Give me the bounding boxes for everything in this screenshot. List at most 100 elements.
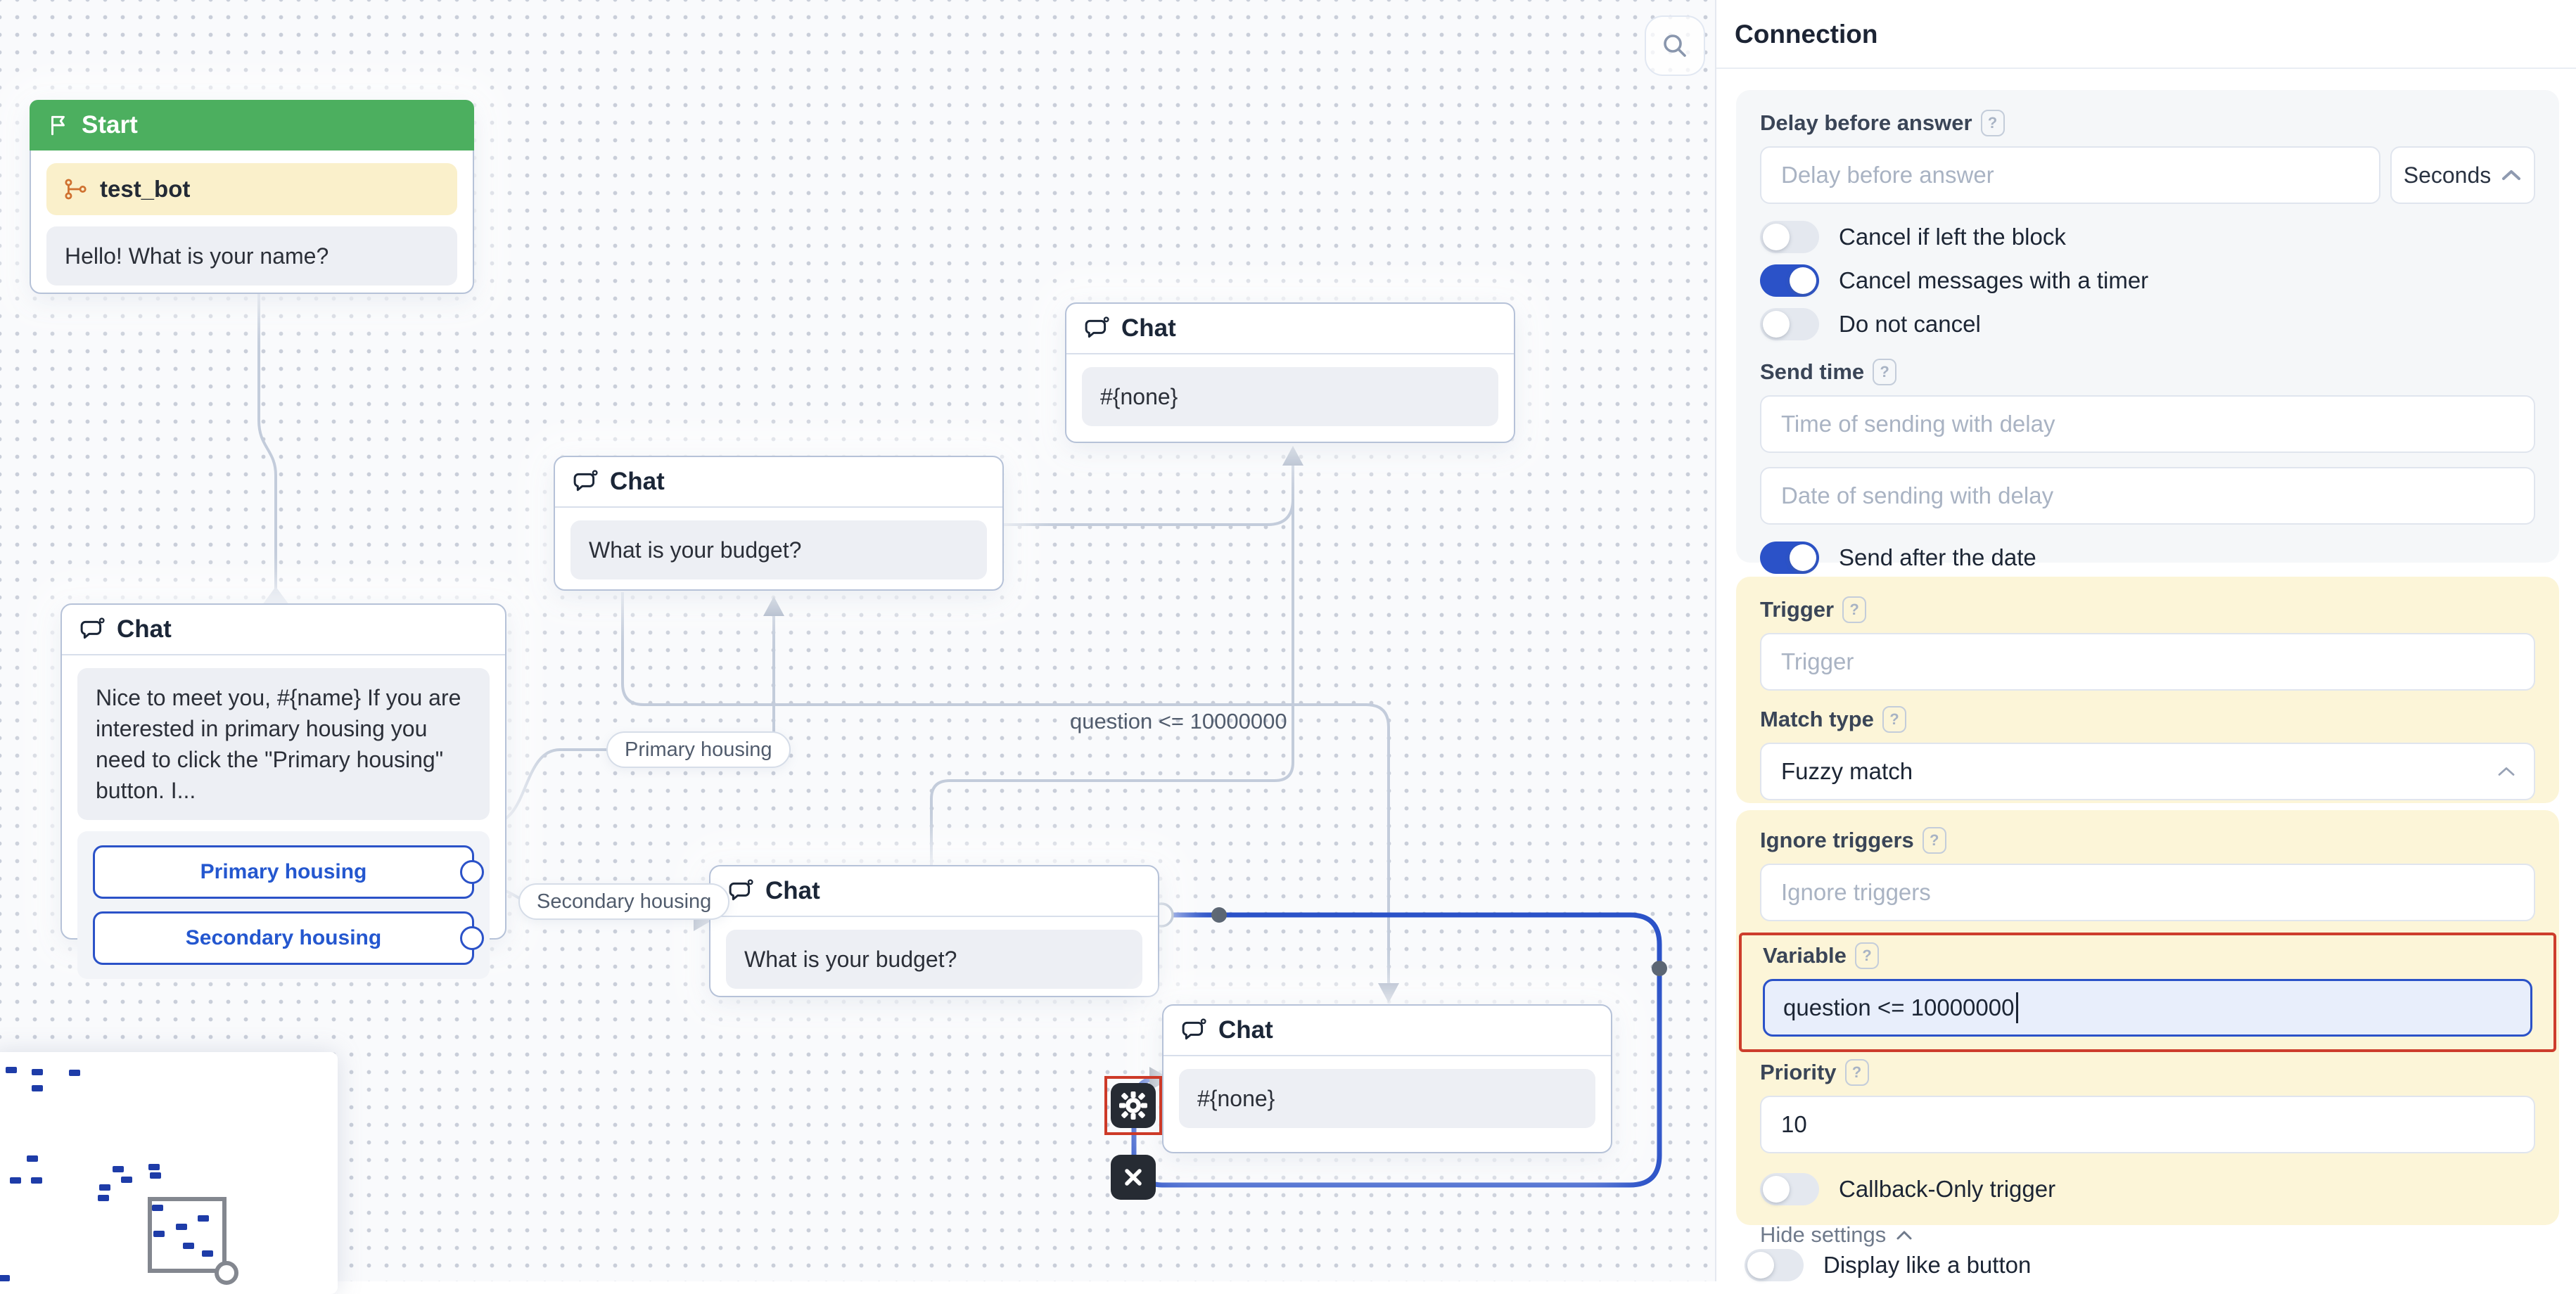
node-chat-none-top[interactable]: Chat #{none} [1065,302,1515,443]
help-icon[interactable]: ? [1842,596,1867,623]
chevron-up-icon [2498,767,2515,776]
minimap-node [69,1070,80,1076]
match-type-value: Fuzzy match [1781,758,1913,784]
minimap-node [183,1243,194,1249]
toggle-row-send-after: Send after the date [1760,542,2535,574]
help-icon[interactable]: ? [1873,359,1897,385]
connection-delete-button[interactable] [1111,1155,1156,1200]
toggle-label: Do not cancel [1839,311,1981,337]
minimap-node [150,1172,161,1179]
minimap-node [113,1166,124,1172]
toggle-label: Cancel if left the block [1839,224,2066,250]
hide-settings-link[interactable]: Hide settings [1760,1222,2535,1248]
send-date-input[interactable] [1760,467,2535,525]
trigger-input[interactable] [1760,633,2535,691]
buttons-container: Primary housing Secondary housing [77,831,490,979]
minimap-viewport[interactable] [148,1197,227,1273]
edge-label-primary[interactable]: Primary housing [606,731,791,768]
gear-icon [1119,1091,1147,1120]
button-label: Primary housing [200,860,367,883]
cancel-left-toggle[interactable] [1760,221,1819,253]
message-row[interactable]: Hello! What is your name? [46,226,457,286]
message-row[interactable]: #{none} [1082,367,1498,426]
search-icon [1664,34,1686,57]
edge-dot [1652,961,1667,976]
bot-name: test_bot [100,176,191,202]
variable-value: question <= 10000000 [1783,994,2015,1020]
edge-label-secondary[interactable]: Secondary housing [518,883,730,920]
flag-icon [51,115,65,136]
minimap-node [98,1195,109,1201]
chat-icon [729,879,753,901]
delay-input[interactable] [1760,146,2380,204]
primary-housing-button[interactable]: Primary housing [93,845,484,899]
button-output-port[interactable] [460,860,484,884]
flow-canvas[interactable]: Start test_bot Hello! What is your name? [0,0,1715,1294]
help-icon[interactable]: ? [1882,706,1906,733]
delay-unit-select[interactable]: Seconds [2390,146,2535,204]
toggle-row-cancel-left: Cancel if left the block [1760,221,2535,253]
node-title: Chat [1121,314,1176,342]
minimap-node [176,1224,187,1230]
node-chat-budget-top[interactable]: Chat What is your budget? [554,456,1004,591]
send-after-toggle[interactable] [1760,542,1819,574]
help-icon[interactable]: ? [1844,1059,1869,1086]
trigger-label: Trigger ? [1760,596,2535,623]
minimap-node [31,1177,42,1184]
button-label: Secondary housing [185,926,382,949]
connection-panel: Connection Delay before answer ? Seconds… [1715,0,2576,1281]
help-icon[interactable]: ? [1922,827,1946,854]
minimap-node [99,1184,110,1191]
toggle-label: Callback-Only trigger [1839,1176,2056,1202]
toggle-row-cancel-timer: Cancel messages with a timer [1760,264,2535,297]
send-time-input[interactable] [1760,395,2535,453]
no-cancel-toggle[interactable] [1760,308,1819,340]
node-chat-none-bottom[interactable]: Chat #{none} [1162,1004,1612,1153]
text-cursor [2016,992,2019,1023]
edge-label-condition[interactable]: question <= 10000000 [1070,709,1287,734]
cancel-timer-toggle[interactable] [1760,264,1819,297]
help-icon[interactable]: ? [1980,110,2005,136]
variable-input[interactable]: question <= 10000000 [1763,979,2532,1037]
node-title: Start [82,111,138,139]
chevron-up-icon [2502,170,2521,180]
minimap-node [0,1275,10,1281]
minimap-node [148,1164,160,1170]
ignore-triggers-input[interactable] [1760,864,2535,921]
help-icon[interactable]: ? [1854,942,1879,969]
callback-only-toggle[interactable] [1760,1173,1819,1205]
message-row[interactable]: Nice to meet you, #{name} If you are int… [77,668,490,820]
chat-icon [1085,316,1109,338]
node-start[interactable]: Start test_bot Hello! What is your name? [30,100,474,294]
minimap-node [6,1067,17,1073]
node-chat-budget-bottom[interactable]: Chat What is your budget? [709,865,1159,997]
panel-title: Connection [1735,20,1878,49]
toggle-row-display-button: Display like a button [1745,1249,2031,1281]
display-like-button-toggle[interactable] [1745,1249,1804,1281]
node-chat-main[interactable]: Chat Nice to meet you, #{name} If you ar… [60,603,506,979]
message-row[interactable]: #{none} [1179,1069,1595,1128]
canvas-search-button[interactable] [1645,15,1705,76]
minimap-node [121,1177,132,1183]
message-row[interactable]: What is your budget? [726,930,1142,989]
send-time-label: Send time ? [1760,359,2535,385]
toggle-label: Display like a button [1823,1252,2032,1278]
message-row[interactable]: What is your budget? [570,520,987,579]
match-type-select[interactable]: Fuzzy match [1760,743,2535,800]
panel-divider [1716,68,2576,69]
chevron-up-icon [1896,1231,1912,1239]
branch-icon [65,179,87,200]
priority-input[interactable] [1760,1096,2535,1153]
bot-row[interactable]: test_bot [46,163,457,215]
button-output-port[interactable] [460,926,484,950]
node-start-header: Start [30,100,474,150]
variable-label: Variable ? [1763,942,2532,969]
connection-settings-button[interactable] [1111,1083,1156,1128]
minimap-node [32,1069,43,1075]
chat-icon [573,470,598,492]
minimap-node [10,1177,21,1184]
minimap-node [153,1231,165,1237]
minimap[interactable] [0,1052,338,1294]
arrow-up-icon [1282,446,1303,466]
secondary-housing-button[interactable]: Secondary housing [93,911,484,965]
